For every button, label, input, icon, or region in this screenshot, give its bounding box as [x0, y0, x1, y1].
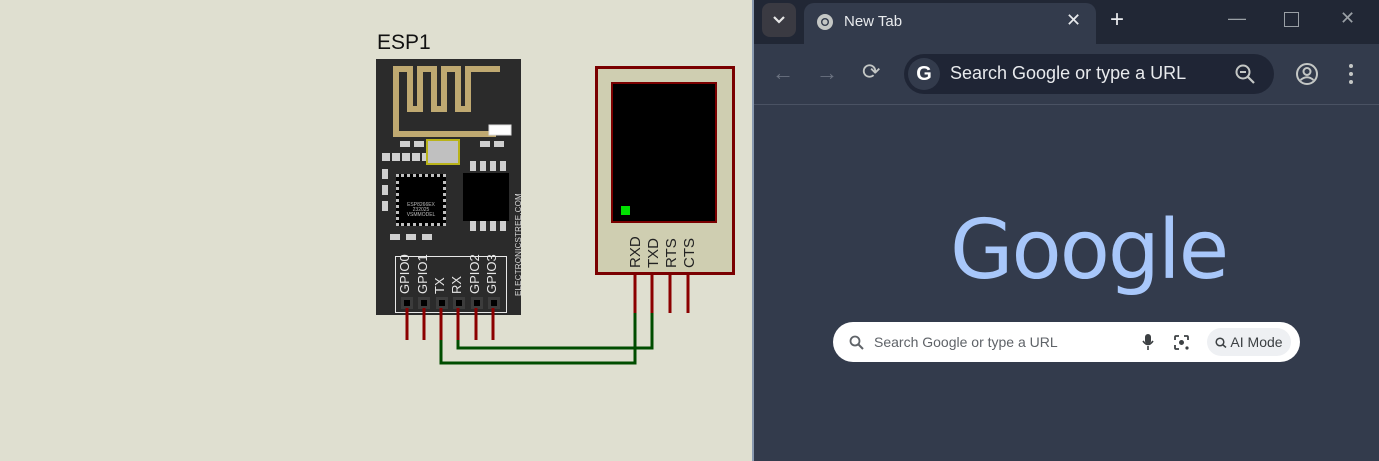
tab-title: New Tab — [844, 13, 903, 30]
maximize-icon[interactable] — [1284, 12, 1299, 27]
reload-icon[interactable]: ⟳ — [862, 59, 881, 84]
chip-label-line: 232025 — [412, 207, 430, 213]
esp-pin-header: GPIO0 GPIO1 TX RX GPIO2 GPIO3 — [395, 254, 507, 313]
close-window-icon[interactable]: ✕ — [1340, 8, 1356, 28]
status-led — [621, 206, 630, 215]
pin-pad[interactable] — [436, 297, 448, 309]
esp-module-label: ESP1 — [377, 31, 431, 54]
google-g-icon: G — [908, 58, 940, 90]
search-placeholder: Search Google or type a URL — [874, 334, 1058, 350]
google-lens-icon[interactable] — [1173, 334, 1190, 351]
chip-label-line: VSMMODEL — [406, 212, 436, 218]
flash-chip — [463, 173, 509, 221]
pin-pad[interactable] — [471, 297, 483, 309]
forward-arrow-icon[interactable]: → — [816, 60, 838, 85]
google-logo: Google — [950, 203, 1229, 298]
zoom-out-icon[interactable] — [1234, 63, 1256, 85]
ai-mode-button[interactable]: AI Mode — [1207, 328, 1291, 356]
chip-label-line: ESP8266EX — [407, 202, 435, 208]
ai-search-icon — [1215, 337, 1227, 348]
tab-new-tab[interactable]: New Tab ✕ — [804, 3, 1096, 44]
tab-search-button[interactable] — [762, 3, 796, 37]
chrome-window: New Tab ✕ + — ✕ ← → ⟳ G Search Google or… — [752, 0, 1379, 461]
search-icon — [849, 335, 864, 350]
pin-pad[interactable] — [488, 297, 500, 309]
pin-pad[interactable] — [418, 297, 430, 309]
minimize-icon[interactable]: — — [1228, 8, 1246, 28]
microphone-icon[interactable] — [1142, 334, 1154, 351]
terminal-screen — [611, 82, 717, 223]
search-box[interactable]: Search Google or type a URL AI Mode — [833, 322, 1300, 362]
pin-pad[interactable] — [453, 297, 465, 309]
address-bar-placeholder: Search Google or type a URL — [950, 63, 1187, 83]
back-arrow-icon[interactable]: ← — [772, 60, 794, 85]
crystal-oscillator — [426, 139, 460, 165]
chrome-icon — [817, 14, 833, 30]
proteus-schematic-canvas[interactable]: ESP1 ESP8266EX 232025 VSMMODEL ELECTRONI… — [0, 0, 752, 461]
chevron-down-icon — [773, 16, 785, 24]
close-tab-icon[interactable]: ✕ — [1066, 10, 1082, 30]
more-menu-icon[interactable] — [1347, 63, 1355, 85]
net-tx-rxd — [439, 313, 637, 365]
address-bar[interactable]: G Search Google or type a URL — [904, 54, 1274, 94]
esp8266-chip: ESP8266EX 232025 VSMMODEL — [396, 174, 446, 226]
ai-mode-label: AI Mode — [1230, 334, 1283, 350]
tab-strip: New Tab ✕ + — ✕ — [754, 0, 1379, 44]
net-rx-txd — [456, 313, 654, 350]
profile-icon[interactable] — [1295, 62, 1319, 86]
new-tab-button[interactable]: + — [1110, 6, 1125, 33]
toolbar: ← → ⟳ G Search Google or type a URL — [754, 44, 1379, 105]
wires — [405, 275, 690, 365]
pin-pad[interactable] — [401, 297, 413, 309]
